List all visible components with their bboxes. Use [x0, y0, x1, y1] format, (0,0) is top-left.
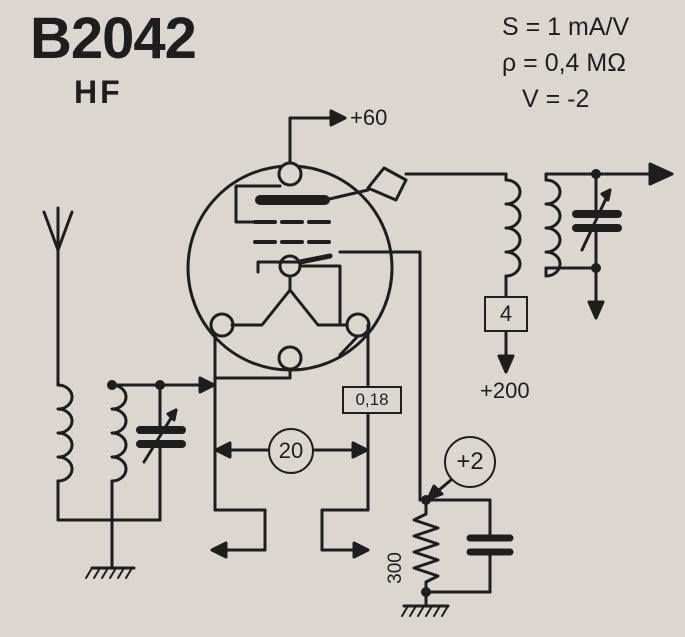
- antenna-symbol: [42, 206, 74, 387]
- plate-supply-label: +200: [480, 378, 530, 403]
- cathode-bias-circle: +2: [444, 436, 496, 488]
- plate-coil: [497, 178, 522, 374]
- heater-voltage-circle: 20: [268, 428, 314, 474]
- cathode-lead: [338, 250, 422, 502]
- grid-voltage-spec: V = -2: [522, 85, 590, 113]
- tube-electrodes: [234, 184, 370, 327]
- screen-voltage-label: +60: [350, 105, 388, 130]
- output-coil: [544, 162, 674, 278]
- antenna-coil: [56, 383, 74, 522]
- cathode-ground: [401, 604, 450, 617]
- plate-lead: [404, 172, 508, 182]
- internal-resistance-spec: ρ = 0,4 MΩ: [502, 49, 626, 77]
- cathode-bias-network: [412, 472, 514, 606]
- tube-function-label: HF: [74, 74, 123, 110]
- cathode-resistor-label: 300: [385, 552, 406, 584]
- heater-current-box: 0,18: [342, 386, 402, 414]
- tube-top-cap: [366, 166, 408, 202]
- grid-input-arrow: [198, 376, 216, 394]
- plate-choke-box: 4: [484, 296, 528, 332]
- input-variable-capacitor: [136, 380, 186, 522]
- heater-leads: [210, 323, 370, 559]
- tube-filament: [230, 276, 349, 327]
- input-ground: [56, 518, 162, 579]
- transconductance-spec: S = 1 mA/V: [502, 13, 630, 41]
- heater-voltage-dimension: [214, 441, 369, 459]
- output-variable-capacitor: [572, 172, 622, 320]
- screen-lead: [288, 109, 347, 165]
- tube-type-title: B2042: [30, 6, 197, 71]
